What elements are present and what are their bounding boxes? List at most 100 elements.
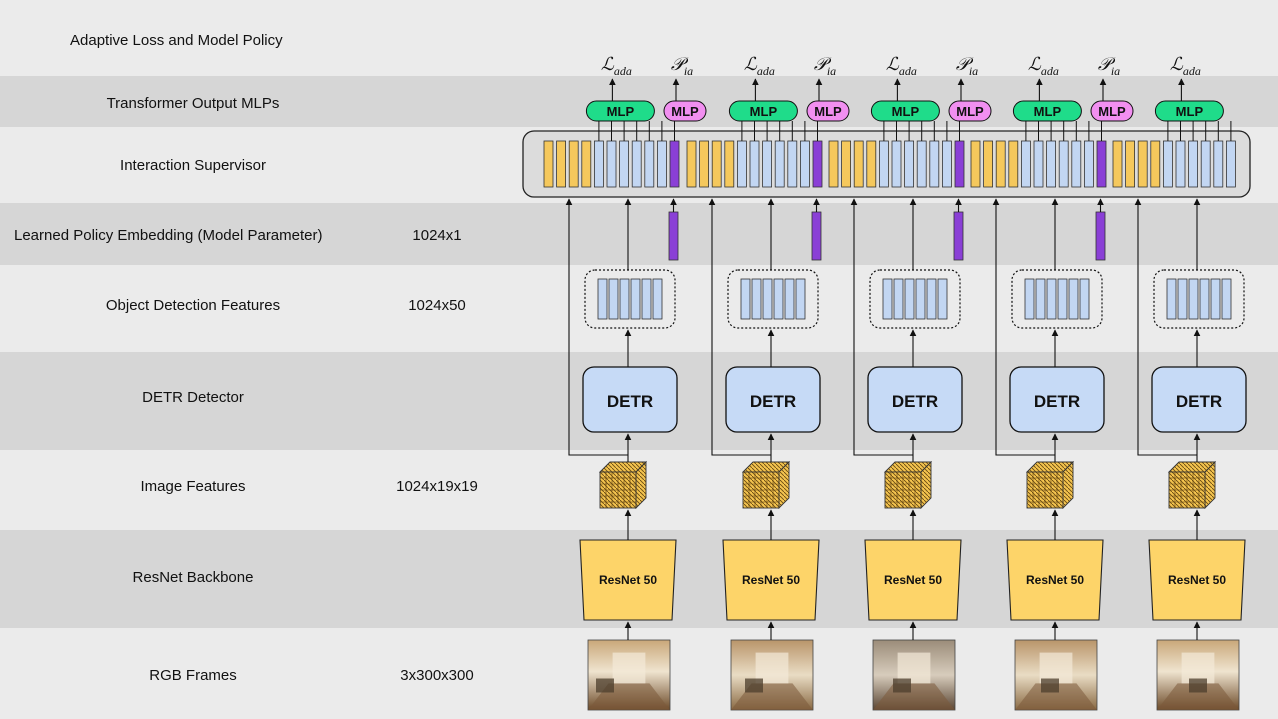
mlp-pink-label: MLP <box>1098 104 1126 119</box>
object-token <box>1213 140 1224 188</box>
image-token <box>1137 140 1148 188</box>
detection-feature-bar <box>1024 278 1035 320</box>
row-labels: Adaptive Loss and Model PolicyTransforme… <box>14 32 478 684</box>
image-token <box>556 140 566 188</box>
image-token <box>970 140 981 188</box>
object-token <box>1084 140 1094 188</box>
detection-features-box <box>727 269 819 329</box>
policy-token <box>669 140 680 188</box>
object-token <box>619 140 629 188</box>
image-skip-arrow <box>992 198 1055 456</box>
detection-feature-bar <box>926 278 937 320</box>
object-token <box>737 140 747 188</box>
image-skip-arrow <box>1134 198 1197 456</box>
mlp-pink-label: MLP <box>956 104 984 119</box>
object-token <box>1071 140 1082 188</box>
image-token <box>686 140 697 188</box>
object-token <box>879 140 889 188</box>
policy-embedding-bar <box>811 211 822 261</box>
detr-box <box>1009 366 1105 433</box>
detection-feature-bar <box>641 278 652 320</box>
mlp-green-pill <box>728 100 798 122</box>
detr-label: DETR <box>892 392 938 411</box>
frame-back-wall <box>897 652 931 684</box>
object-token <box>1188 140 1198 188</box>
object-token <box>644 140 655 188</box>
detection-feature-bar <box>1221 278 1232 320</box>
resnet-label: ResNet 50 <box>1026 573 1084 587</box>
image-skip-arrow <box>708 198 771 456</box>
row-band-0 <box>0 0 1278 76</box>
image-token <box>724 140 735 188</box>
row-dim-6: 1024x19x19 <box>396 478 478 495</box>
object-token <box>1200 140 1211 188</box>
image-token <box>995 140 1006 188</box>
mlp-green-pill <box>870 100 940 122</box>
frame-back-wall <box>1039 652 1073 684</box>
image-skip-arrow <box>850 198 913 456</box>
frame-furniture <box>1189 678 1207 693</box>
detection-features-box <box>1011 269 1103 329</box>
frame-furniture <box>893 678 911 693</box>
detr-box <box>725 366 821 433</box>
object-token <box>1226 140 1236 188</box>
image-token <box>866 140 877 188</box>
frame-floor <box>1157 683 1239 710</box>
row-label-7: ResNet Backbone <box>133 569 254 586</box>
image-token <box>1008 140 1019 188</box>
object-token <box>800 140 810 188</box>
mlp-green-pill <box>585 100 655 122</box>
image-token <box>543 140 554 188</box>
detection-features-box <box>869 269 961 329</box>
image-skip-arrow <box>565 198 628 456</box>
object-token <box>1058 140 1069 188</box>
detection-feature-bar <box>795 278 806 320</box>
resnet-trapezoid <box>1148 539 1246 621</box>
object-token <box>749 140 760 188</box>
policy-subscript: ia <box>969 64 978 78</box>
detection-feature-bar <box>619 278 630 320</box>
detection-feature-bar <box>751 278 762 320</box>
frame-back-wall <box>755 652 789 684</box>
object-token <box>1175 140 1186 188</box>
object-token <box>904 140 914 188</box>
mlp-green-label: MLP <box>1176 104 1204 119</box>
row-label-6: Image Features <box>140 478 245 495</box>
row-label-8: RGB Frames <box>149 667 237 684</box>
object-token <box>657 140 667 188</box>
detection-feature-bar <box>1079 278 1090 320</box>
detection-feature-bar <box>784 278 795 320</box>
detr-box <box>1151 366 1247 433</box>
resnet-label: ResNet 50 <box>599 573 657 587</box>
mlp-green-label: MLP <box>892 104 920 119</box>
policy-embedding-bar <box>1095 211 1106 261</box>
detection-feature-bar <box>597 278 608 320</box>
mlp-pink-label: MLP <box>671 104 699 119</box>
row-dim-3: 1024x1 <box>412 227 461 244</box>
policy-embedding-bar <box>953 211 964 261</box>
frame-furniture <box>596 678 614 693</box>
detection-feature-bar <box>1046 278 1057 320</box>
frame-furniture <box>745 678 763 693</box>
image-token <box>983 140 993 188</box>
row-label-4: Object Detection Features <box>106 297 280 314</box>
object-token <box>594 140 604 188</box>
policy-token <box>1096 140 1107 188</box>
policy-token <box>812 140 823 188</box>
object-token <box>762 140 772 188</box>
detection-feature-bar <box>630 278 641 320</box>
detection-feature-bar <box>915 278 926 320</box>
detr-box <box>582 366 678 433</box>
object-token <box>631 140 642 188</box>
detection-feature-bar <box>652 278 663 320</box>
object-token <box>1046 140 1056 188</box>
resnet-trapezoid <box>864 539 962 621</box>
object-token <box>787 140 798 188</box>
mlp-green-label: MLP <box>607 104 635 119</box>
row-band-3 <box>0 203 1278 265</box>
